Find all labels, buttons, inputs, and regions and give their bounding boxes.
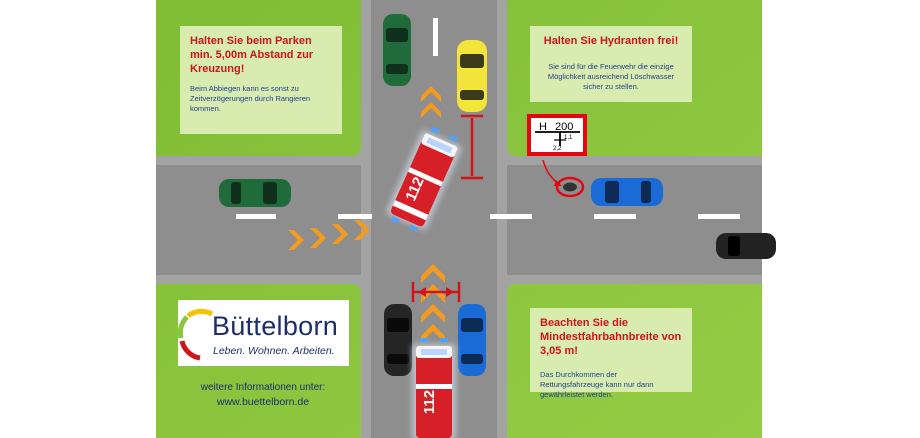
hydrant-sign-right: 1,1 (564, 135, 573, 141)
hydrant-sign-letter: H (539, 121, 547, 133)
footer-url-link[interactable]: www.buettelborn.de (216, 396, 310, 408)
lane-width-info-box: Beachten Sie die Mindestfahrbahnbreite v… (530, 308, 692, 399)
hydrant-sign-icon: H 200 1,1 2,2 (527, 114, 587, 156)
fire-truck-straight: 112 (412, 338, 456, 438)
hydrant-sign-diameter: 200 (555, 121, 573, 133)
parking-heading: Halten Sie beim Parken min. 5,00m Abstan… (190, 35, 314, 75)
parking-distance-info-box: Halten Sie beim Parken min. 5,00m Abstan… (180, 26, 342, 134)
hydrant-info-box: Halten Sie Hydranten frei! Sie sind für … (530, 26, 692, 102)
logo-wordmark: Büttelborn (212, 311, 339, 341)
parking-body: Beim Abbiegen kann es sonst zu Zeitverzö… (190, 84, 311, 113)
car-blue-right (591, 178, 663, 206)
hydrant-body: Sie sind für die Feuerwehr die einzige M… (547, 62, 675, 91)
lane-width-heading: Beachten Sie die Mindestfahrbahnbreite v… (540, 317, 682, 357)
footer-line: weitere Informationen unter: (200, 382, 326, 393)
hydrant-sign-front: 2,2 (553, 146, 562, 152)
car-black-right (716, 233, 776, 259)
fire-truck-label-2: 112 (421, 390, 438, 414)
hydrant-cover-icon (542, 159, 585, 198)
car-blue-bottom (458, 304, 486, 376)
car-black-bottom (384, 304, 412, 376)
lane-width-body: Das Durchkommen der Rettungsfahrzeuge ka… (540, 370, 654, 399)
clearance-markers (411, 114, 483, 302)
footer-info: weitere Informationen unter: www.buettel… (180, 380, 346, 410)
logo-ring-icon (178, 308, 214, 361)
route-chevrons (288, 86, 445, 343)
car-green-left (219, 179, 291, 207)
hydrant-heading: Halten Sie Hydranten frei! (543, 35, 679, 47)
fire-truck-turning: 112 (386, 126, 462, 232)
car-yellow (457, 40, 487, 112)
buettelborn-logo: Büttelborn Leben. Wohnen. Arbeiten. (178, 300, 349, 366)
car-green-top (383, 14, 411, 86)
logo-slogan: Leben. Wohnen. Arbeiten. (213, 345, 335, 357)
